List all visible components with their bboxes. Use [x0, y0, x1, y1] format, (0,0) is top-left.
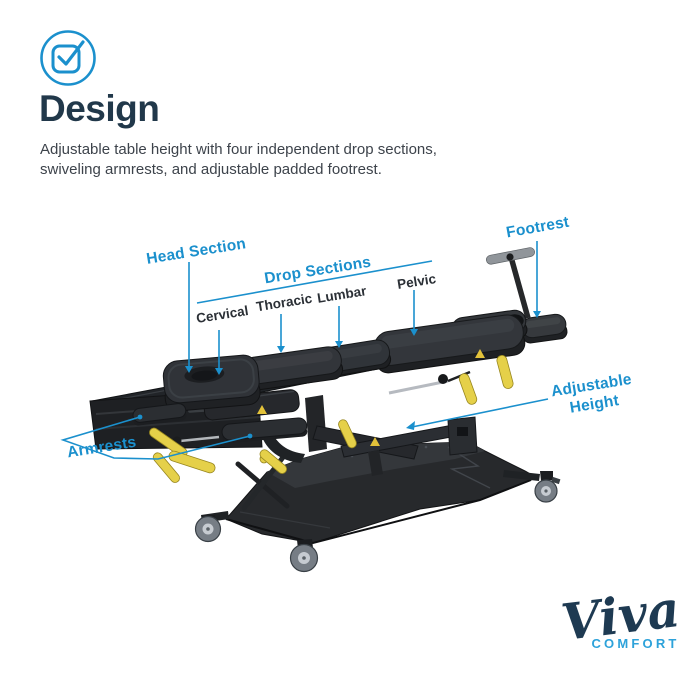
armrest-pad-right	[221, 417, 308, 444]
caster-wheel	[503, 470, 561, 503]
brand-tagline: COMFORT	[591, 636, 680, 651]
brand-logo: Viva COMFORT	[538, 579, 700, 652]
leader-lines	[60, 241, 549, 460]
check-square-icon	[40, 30, 96, 86]
footrest-handle	[486, 247, 535, 319]
description-line: swiveling armrests, and adjustable padde…	[40, 161, 382, 178]
page-description: Adjustable table height with four indepe…	[40, 140, 437, 180]
caster-wheel	[289, 539, 319, 573]
description-line: Adjustable table height with four indepe…	[40, 141, 437, 158]
drop-release-levers	[149, 349, 514, 483]
pelvic-cushion	[373, 314, 526, 374]
armrest-pad-left	[132, 403, 187, 426]
page-title: Design	[39, 88, 160, 129]
caster-wheel	[194, 511, 229, 543]
thoracic-cushion	[241, 346, 344, 391]
